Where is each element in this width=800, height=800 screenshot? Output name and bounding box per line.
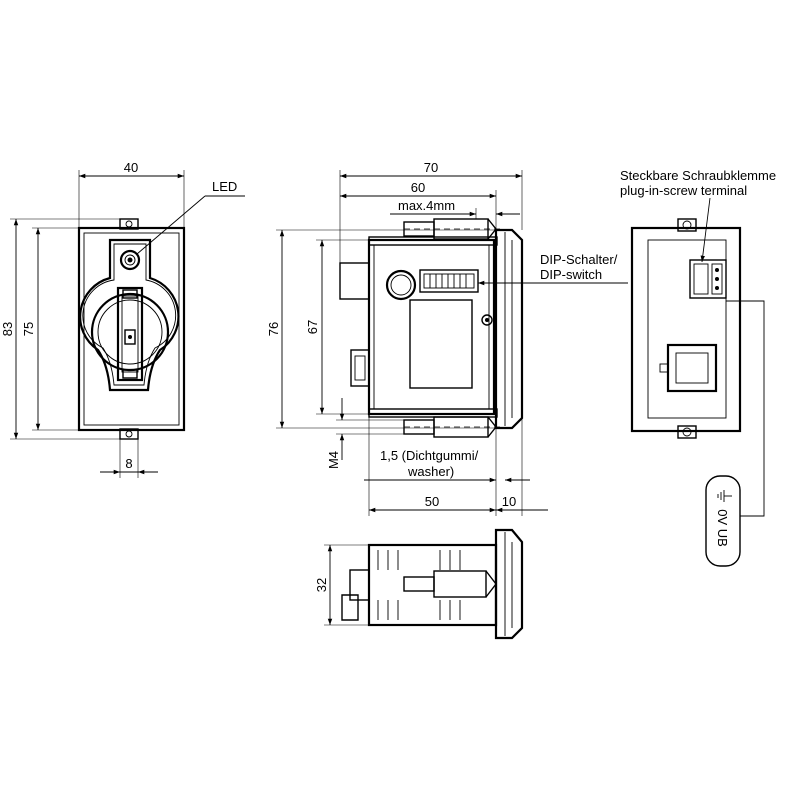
dim-side-body-width: 60 [411, 180, 425, 195]
side-view: 70 60 max.4mm 76 67 M4 1,5 (Dichtgummi/ … [266, 160, 628, 516]
ground-icon [717, 490, 732, 502]
dim-side-height-outer: 76 [266, 322, 281, 336]
dim-side-front-depth: 10 [502, 494, 516, 509]
washer-label-line2: washer) [407, 464, 454, 479]
dim-front-height-inner: 75 [21, 322, 36, 336]
dip-label-line2: DIP-switch [540, 267, 602, 282]
dim-side-thread: M4 [326, 451, 341, 469]
dim-bottom-height: 32 [314, 578, 329, 592]
dim-side-height-inner: 67 [305, 320, 320, 334]
dim-side-total-width: 70 [424, 160, 438, 175]
terminal-label-line2: plug-in-screw terminal [620, 183, 747, 198]
dim-front-slot-width: 8 [125, 456, 132, 471]
ground-label: 0V UB [715, 509, 730, 547]
dim-side-max-thickness: max.4mm [398, 198, 455, 213]
dip-label-line1: DIP-Schalter/ [540, 252, 618, 267]
dim-front-width: 40 [124, 160, 138, 175]
bottom-view: 32 [314, 528, 524, 640]
washer-label-line1: 1,5 (Dichtgummi/ [380, 448, 479, 463]
dim-front-height-outer: 83 [0, 322, 15, 336]
led-label: LED [212, 179, 237, 194]
dim-side-body-depth: 50 [425, 494, 439, 509]
front-view: 40 83 75 8 LED [0, 160, 245, 478]
terminal-label-line1: Steckbare Schraubklemme [620, 168, 776, 183]
rear-view: Steckbare Schraubklemme plug-in-screw te… [620, 168, 776, 567]
